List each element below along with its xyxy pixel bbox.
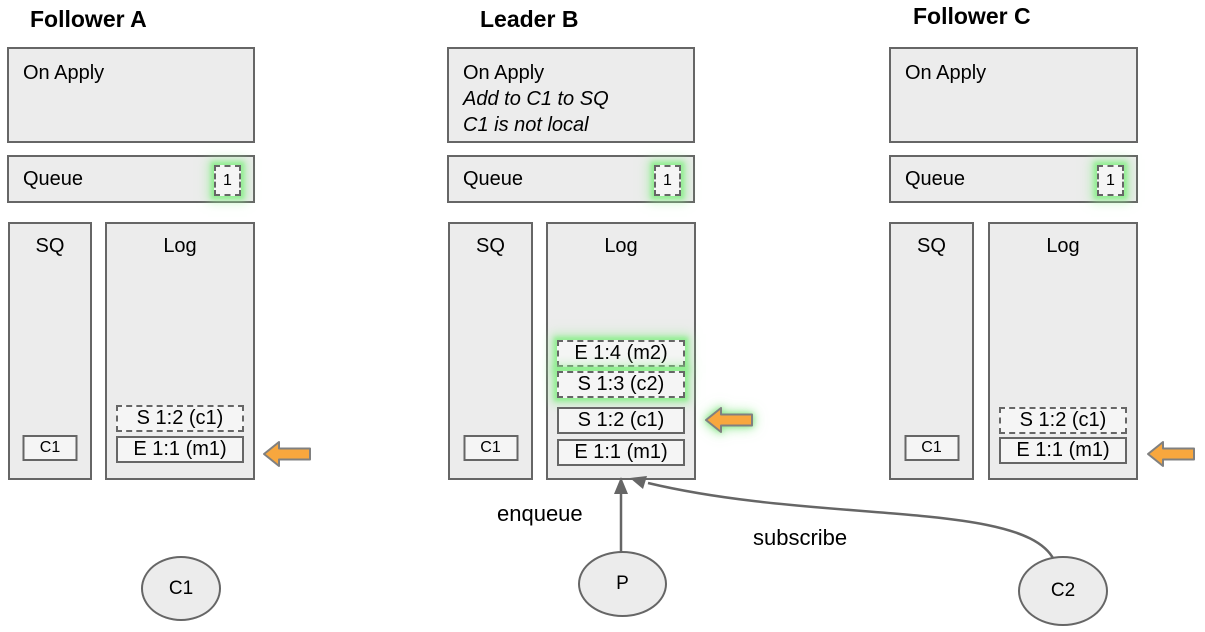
on-apply-label: On Apply <box>905 62 987 84</box>
orange-pointer-icon <box>263 441 311 467</box>
queue-count-badge: 1 <box>654 165 681 196</box>
log-panel: Log S 1:2 (c1) E 1:1 (m1) <box>105 222 255 480</box>
sq-panel: SQ C1 <box>448 222 533 480</box>
queue-box: Queue 1 <box>7 155 255 203</box>
node-title: Follower A <box>30 6 147 32</box>
queue-count-badge: 1 <box>214 165 241 196</box>
sq-item: C1 <box>904 435 959 461</box>
log-entry: E 1:1 (m1) <box>999 437 1127 464</box>
sq-panel: SQ C1 <box>889 222 974 480</box>
on-apply-box: On Apply <box>889 47 1138 143</box>
log-entry: S 1:2 (c1) <box>557 407 685 434</box>
log-entry: S 1:2 (c1) <box>116 405 244 432</box>
node-title: Follower C <box>913 3 1031 29</box>
queue-box: Queue 1 <box>447 155 695 203</box>
log-label: Log <box>163 235 197 257</box>
log-panel: Log S 1:2 (c1) E 1:1 (m1) <box>988 222 1138 480</box>
log-label: Log <box>1046 235 1080 257</box>
actor-c2: C2 <box>1018 556 1108 626</box>
queue-label: Queue <box>463 167 524 190</box>
on-apply-box: On Apply Add to C1 to SQ C1 is not local <box>447 47 695 143</box>
sq-label: SQ <box>917 235 946 257</box>
on-apply-box: On Apply <box>7 47 255 143</box>
log-entry: S 1:3 (c2) <box>557 371 685 398</box>
log-entry: E 1:1 (m1) <box>557 439 685 466</box>
on-apply-note: Add to C1 to SQ <box>463 88 609 110</box>
log-entry: E 1:1 (m1) <box>116 436 244 463</box>
on-apply-label: On Apply <box>463 62 545 84</box>
sq-panel: SQ C1 <box>8 222 92 480</box>
queue-label: Queue <box>905 167 966 190</box>
actor-p: P <box>578 551 667 617</box>
enqueue-label: enqueue <box>497 501 583 526</box>
sq-label: SQ <box>35 235 65 257</box>
log-entry: E 1:4 (m2) <box>557 340 685 367</box>
queue-label: Queue <box>23 167 84 190</box>
on-apply-note: C1 is not local <box>463 114 589 136</box>
actor-c1: C1 <box>141 556 221 621</box>
queue-count-badge: 1 <box>1097 165 1124 196</box>
sq-item: C1 <box>463 435 518 461</box>
orange-pointer-icon <box>705 407 753 433</box>
sq-label: SQ <box>476 235 505 257</box>
orange-pointer-icon <box>1147 441 1195 467</box>
log-panel: Log E 1:4 (m2) S 1:3 (c2) S 1:2 (c1) E 1… <box>546 222 696 480</box>
sq-item: C1 <box>22 435 78 461</box>
on-apply-label: On Apply <box>23 62 105 84</box>
queue-box: Queue 1 <box>889 155 1138 203</box>
enqueue-arrow <box>614 477 628 552</box>
subscribe-label: subscribe <box>753 525 848 550</box>
log-entry: S 1:2 (c1) <box>999 407 1127 434</box>
log-label: Log <box>604 235 638 257</box>
node-title: Leader B <box>480 6 579 32</box>
